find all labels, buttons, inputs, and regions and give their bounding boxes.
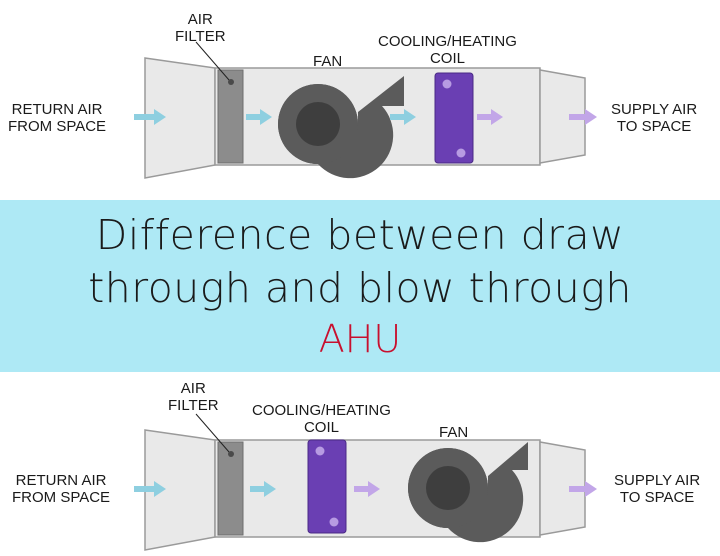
coil-label: COOLING/HEATING COIL (378, 33, 517, 67)
title-line-1: Difference between draw (95, 211, 625, 259)
flow-arrow (477, 109, 503, 125)
supply-air-label: SUPPLY AIR TO SPACE (614, 472, 701, 506)
blow-through-diagram: RETURN AIR FROM SPACE AIR FILTER COOLING… (0, 372, 720, 556)
outlet-cone (539, 441, 586, 536)
coil-icon (307, 439, 347, 534)
title-acronym: AHU (318, 317, 402, 361)
coil-label: COOLING/HEATING COIL (252, 402, 391, 436)
air-filter-label: AIR FILTER (168, 380, 219, 414)
title-line-2: through and blow through (88, 264, 632, 312)
fan-icon (408, 442, 528, 543)
fan-label: FAN (313, 53, 343, 70)
return-air-label: RETURN AIR FROM SPACE (8, 101, 107, 135)
air-filter-label: AIR FILTER (175, 11, 226, 45)
flow-arrow (134, 481, 166, 497)
air-filter (217, 441, 244, 536)
draw-through-drawing (134, 41, 597, 179)
fan-icon (278, 76, 404, 179)
air-filter (217, 69, 244, 164)
outlet-cone (539, 69, 586, 164)
supply-air-label: SUPPLY AIR TO SPACE (611, 101, 698, 135)
coil-icon (434, 72, 474, 164)
flow-arrow (390, 109, 416, 125)
return-air-label: RETURN AIR FROM SPACE (12, 472, 111, 506)
blow-through-drawing (134, 413, 597, 551)
flow-arrow (569, 109, 597, 125)
draw-through-diagram: RETURN AIR FROM SPACE AIR FILTER FAN COO… (0, 0, 720, 200)
flow-arrow (134, 109, 166, 125)
flow-arrow (250, 481, 276, 497)
title-banner: Difference between draw through and blow… (0, 200, 720, 372)
flow-arrow (569, 481, 597, 497)
flow-arrow (354, 481, 380, 497)
flow-arrow (246, 109, 272, 125)
fan-label: FAN (439, 424, 469, 441)
